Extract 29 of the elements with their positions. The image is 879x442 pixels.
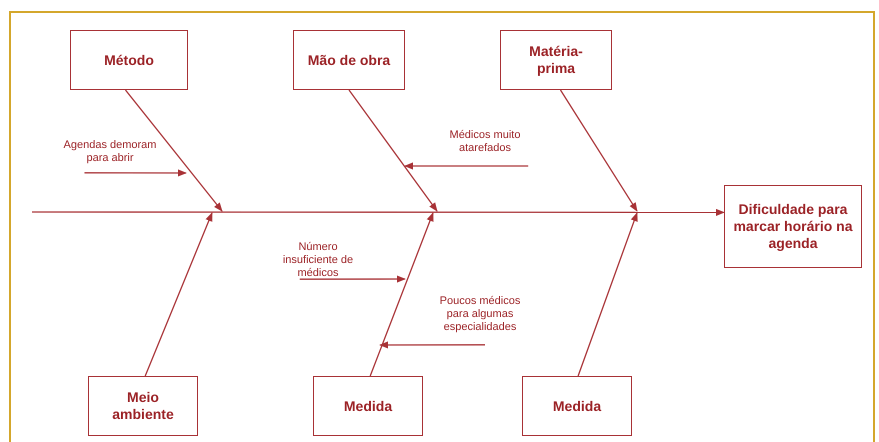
arrow (32, 208, 725, 216)
cause-text: Médicos muito atarefados (440, 126, 530, 158)
category-label: Medida (552, 398, 602, 414)
arrow (84, 169, 187, 177)
arrow (577, 212, 638, 376)
category-label: Matéria-prima (528, 43, 584, 77)
category-label: Método (104, 52, 154, 68)
arrow (370, 212, 434, 376)
arrow (404, 162, 528, 170)
cause-text: Número insuficiente de médicos (270, 244, 366, 276)
category-label: Meio ambiente (111, 389, 175, 423)
category-box (500, 30, 612, 90)
category-box (70, 30, 188, 90)
category-label: Mão de obra (308, 52, 390, 68)
arrow (348, 90, 438, 212)
cause-text: Agendas demoram para abrir (52, 136, 168, 168)
arrow (560, 90, 638, 212)
category-label: Medida (344, 398, 392, 414)
category-box (522, 376, 632, 436)
arrow (379, 341, 485, 349)
cause-text: Poucos médicos para algumas especialidades (430, 292, 530, 336)
effect-box (724, 185, 862, 268)
arrow (300, 275, 406, 283)
arrow (144, 212, 213, 376)
category-box (293, 30, 405, 90)
category-box (313, 376, 423, 436)
effect-label: Dificuldade para marcar horário na agenda (732, 201, 854, 252)
category-box (88, 376, 198, 436)
arrow (124, 90, 223, 212)
